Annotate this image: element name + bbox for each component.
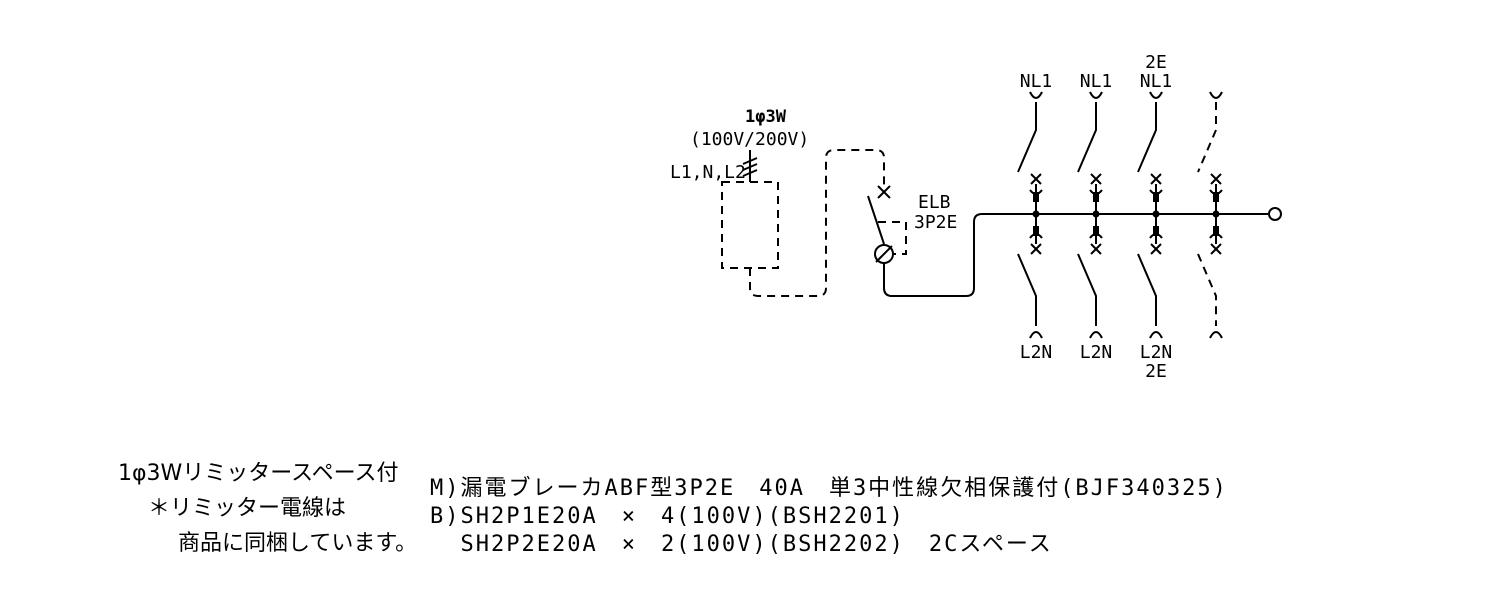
branch-breaker (1137, 91, 1163, 339)
lower-contact-x (1090, 243, 1102, 255)
limiter-space-box (721, 181, 779, 269)
spec-branch-breakers-1: B)SH2P1E20A × 4(100V)(BSH2201) (430, 504, 905, 529)
supply-wire (742, 150, 758, 182)
top-terminal-hook (1029, 91, 1043, 99)
lower-switch (1137, 253, 1157, 326)
branch-bottom-label: L2N (1140, 342, 1173, 363)
lower-switch (1077, 253, 1097, 326)
branch-top-sub-label: 2E (1145, 52, 1167, 73)
bottom-terminal-hook (1029, 331, 1043, 339)
branch-top-label: NL1 (1080, 71, 1113, 92)
upper-element (1033, 192, 1039, 202)
lower-element (1153, 226, 1159, 236)
supply-phase-label: 1φ3W (745, 107, 787, 127)
spec-branch-breakers-2: SH2P2E20A × 2(100V)(BSH2202) 2Cスペース (430, 532, 1053, 557)
branch-top-label: NL1 (1020, 71, 1053, 92)
branch-bottom-label: L2N (1020, 342, 1053, 363)
bottom-terminal-hook (1209, 331, 1223, 339)
branch-bottom-label: L2N (1080, 342, 1113, 363)
upper-contact-x (1150, 173, 1162, 185)
top-terminal-hook (1209, 91, 1223, 99)
lower-element (1093, 226, 1099, 236)
bus-junction (1092, 210, 1100, 218)
bottom-terminal-hook (1089, 331, 1103, 339)
upper-contact-x (1210, 173, 1222, 185)
upper-switch (1197, 102, 1217, 173)
upper-contact-x (1090, 173, 1102, 185)
supply-lines-label: L1,N,L2 (670, 162, 746, 183)
lower-switch (1017, 253, 1037, 326)
upper-contact-x (1030, 173, 1042, 185)
limiter-wire (749, 149, 885, 297)
bus-junction (1152, 210, 1160, 218)
limiter-note-line3: 商品に同梱しています。 (178, 531, 418, 556)
elb-poles-label: 3P2E (914, 212, 957, 233)
lower-contact-x (1150, 243, 1162, 255)
lower-element (1033, 226, 1039, 236)
spec-main-breaker: M)漏電ブレーカABF型3P2E 40A 単3中性線欠相保護付(BJF34032… (430, 476, 1228, 501)
upper-element (1213, 192, 1219, 202)
top-terminal-hook (1089, 91, 1103, 99)
limiter-note-line1: 1φ3Wリミッタースペース付 (118, 461, 399, 486)
bottom-terminal-hook (1149, 331, 1163, 339)
upper-switch (1017, 102, 1037, 173)
branch-breaker (1017, 91, 1043, 339)
lower-contact-x (1030, 243, 1042, 255)
elb-label: ELB (918, 192, 951, 213)
branch-breaker (1077, 91, 1103, 339)
bus-terminal (1268, 207, 1282, 221)
branch-bottom-sub-label: 2E (1145, 361, 1167, 382)
branch-top-label: NL1 (1140, 71, 1173, 92)
top-terminal-hook (1149, 91, 1163, 99)
bus-junction (1032, 210, 1040, 218)
upper-element (1153, 192, 1159, 202)
bus-junction (1212, 210, 1220, 218)
supply-voltage-label: (100V/200V) (690, 129, 809, 150)
elb-symbol (867, 185, 1268, 297)
spare-branch (1197, 91, 1223, 339)
limiter-note-line2: ＊リミッター電線は (148, 496, 347, 521)
upper-element (1093, 192, 1099, 202)
upper-switch (1137, 102, 1157, 173)
lower-switch (1197, 253, 1217, 326)
lower-contact-x (1210, 243, 1222, 255)
upper-switch (1077, 102, 1097, 173)
lower-element (1213, 226, 1219, 236)
